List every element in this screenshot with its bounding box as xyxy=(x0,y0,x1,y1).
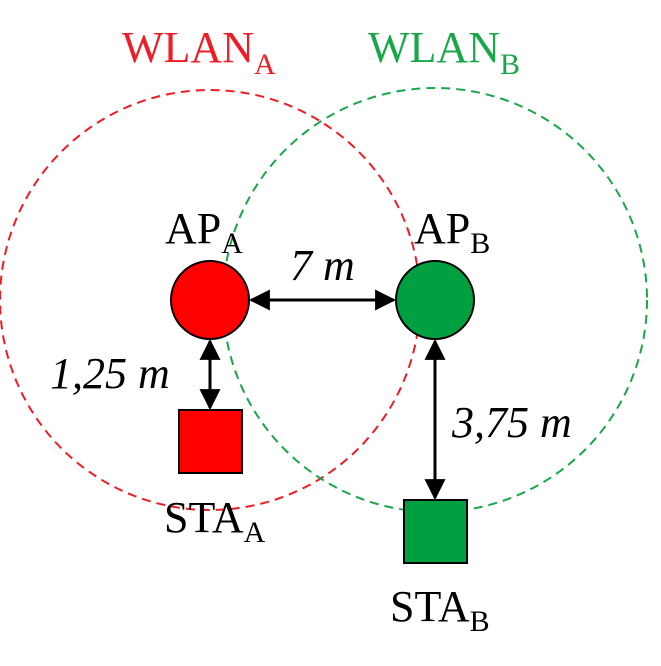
ap-a-to-sta-a-distance-label: 1,25 m xyxy=(50,349,170,398)
ap-b-node xyxy=(395,260,475,340)
ap-b-to-sta-b-distance-label: 3,75 m xyxy=(451,398,572,447)
sta-b-node xyxy=(403,499,468,564)
ap-a-label: APA xyxy=(165,204,243,260)
sta-a-node xyxy=(178,409,243,474)
wlan-b-label: WLANB xyxy=(368,23,520,81)
ap-b-label: APB xyxy=(414,204,490,260)
sta-b-label: STAB xyxy=(390,582,490,638)
ap-a-node xyxy=(170,260,250,340)
sta-a-label: STAA xyxy=(164,493,266,549)
ap-to-ap-distance-label: 7 m xyxy=(290,241,355,290)
wlan-a-label: WLANA xyxy=(122,23,276,81)
